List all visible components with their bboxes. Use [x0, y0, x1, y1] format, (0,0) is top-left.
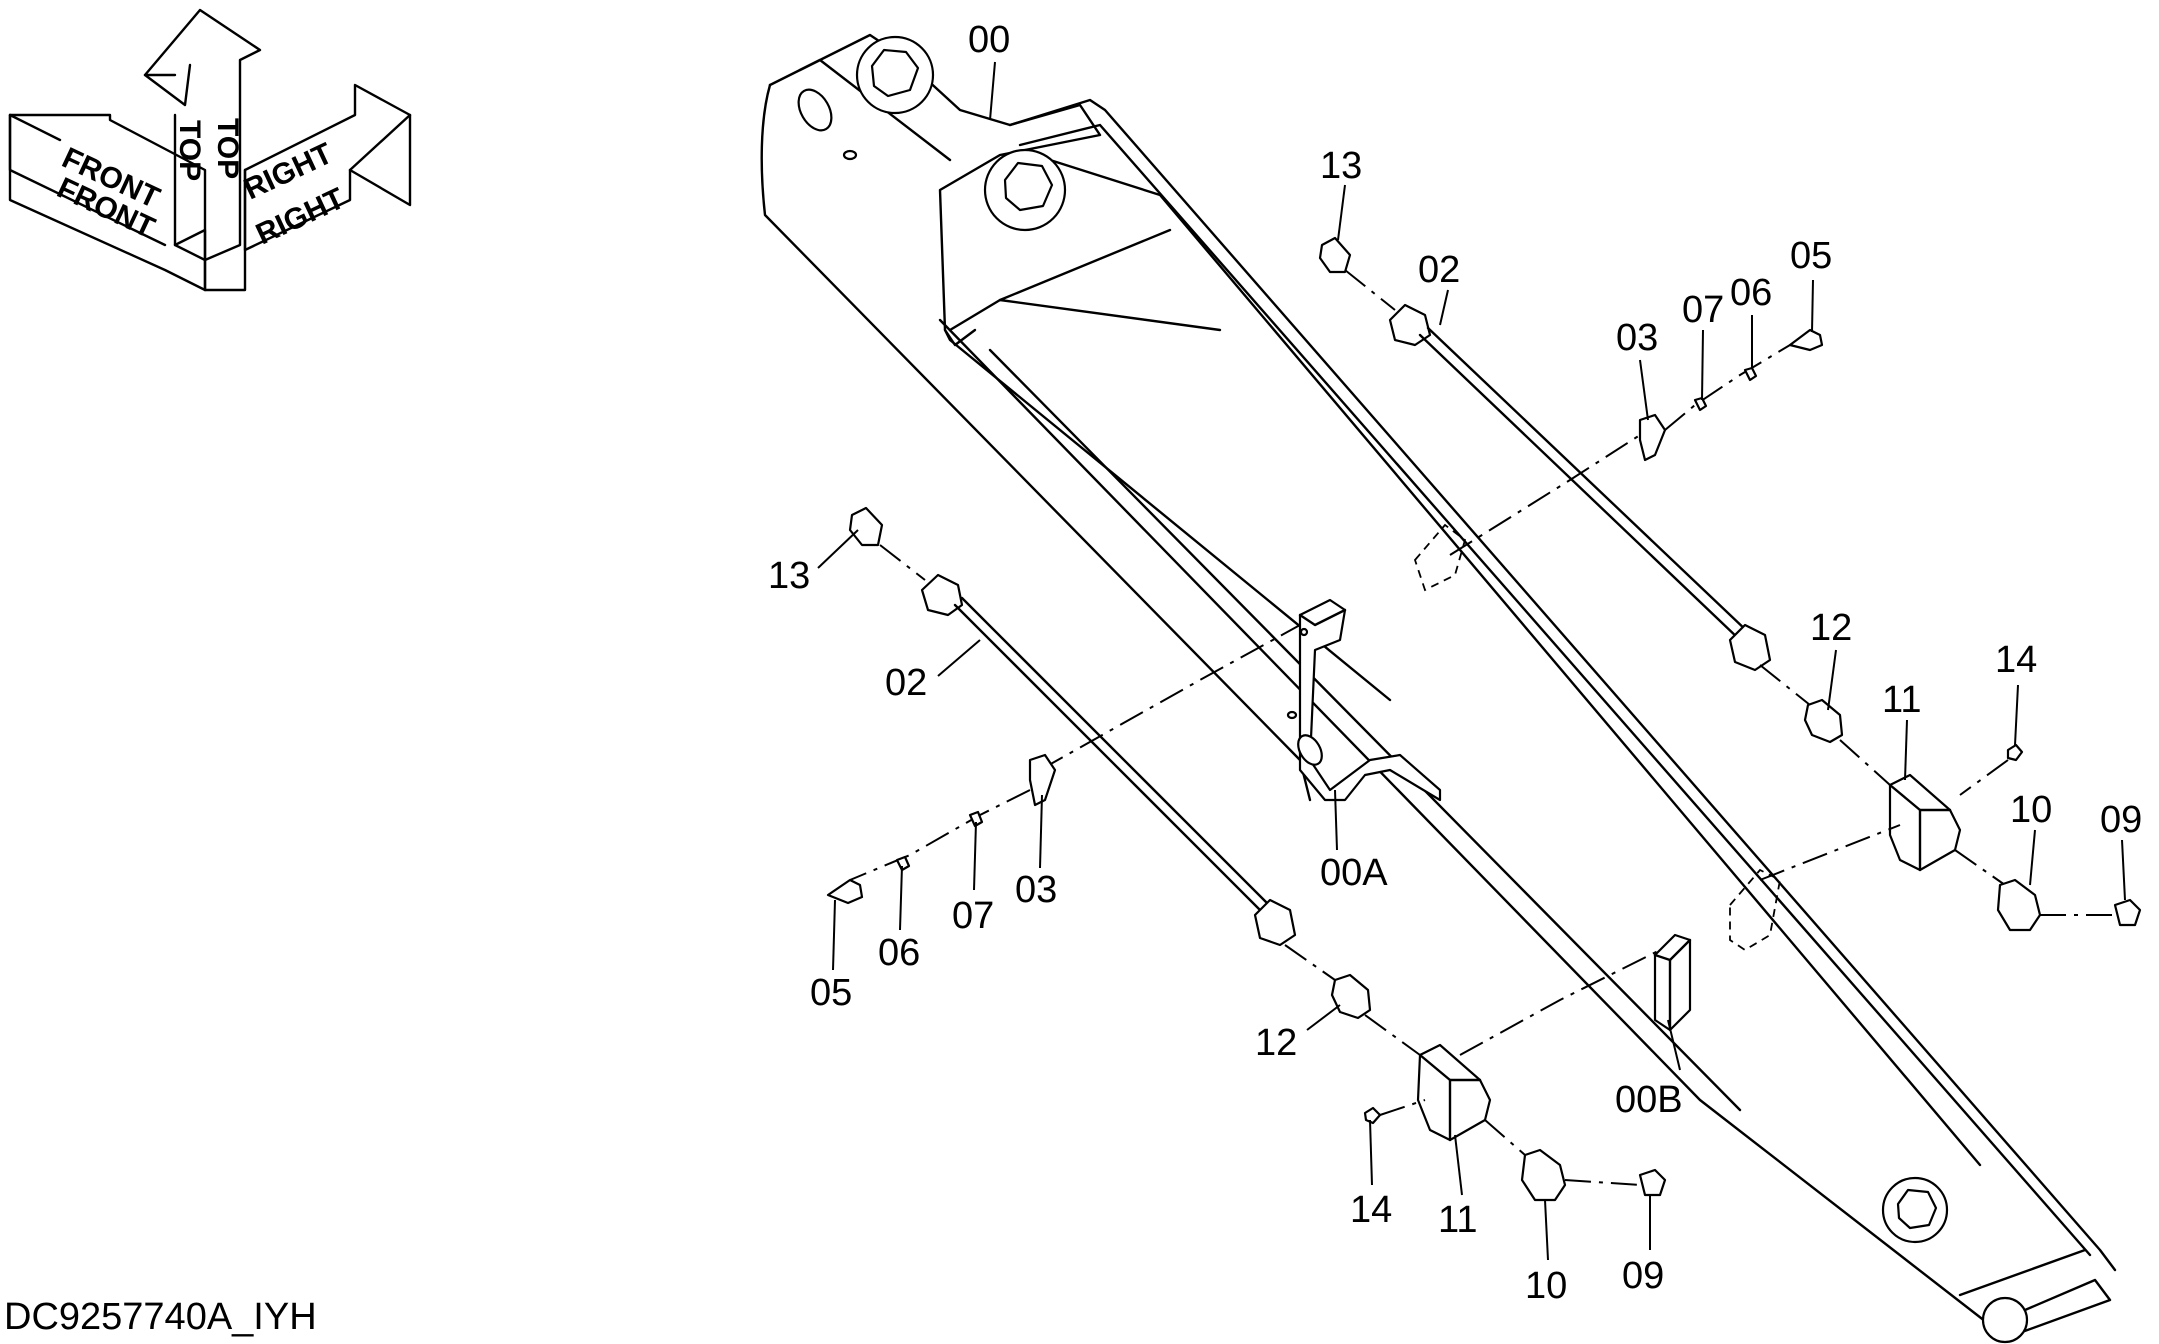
callout-labels: 00 13 02 03 07 06 05 12 11 14 10 09 13 0…: [768, 19, 2142, 1307]
callout-12-lower: 12: [1255, 1022, 1297, 1064]
upper-pipe-group: [1318, 236, 2142, 932]
callout-06-lower: 06: [878, 932, 920, 974]
washer-06-lower: [895, 855, 911, 872]
callout-14-lower: 14: [1350, 1189, 1392, 1231]
washer-06-upper: [1743, 366, 1758, 382]
cap-09-upper: [2113, 898, 2142, 927]
bracket-03-lower: [1028, 753, 1057, 807]
cap-09-lower: [1638, 1168, 1667, 1197]
adapter-13-upper: [1318, 236, 1352, 274]
callout-10-lower: 10: [1525, 1265, 1567, 1307]
bolt-05-upper: [1788, 328, 1824, 352]
callout-13-lower: 13: [768, 555, 810, 597]
bolt-14-lower: [1363, 1106, 1382, 1125]
bolt-05-lower: [826, 878, 864, 905]
axis-line-lower: [1039, 624, 1301, 771]
bolt-14-upper: [2006, 743, 2024, 762]
hidden-pad-lower: [1729, 868, 1782, 952]
orientation-indicator: FRONT FRONT TOP TOP RIGHT RIGHT: [8, 8, 412, 292]
clamp-10-upper: [1996, 878, 2042, 932]
callout-11-lower: 11: [1438, 1199, 1477, 1241]
hidden-pad-upper: [1413, 523, 1467, 592]
bracket-03-upper: [1638, 413, 1667, 462]
clamp-10-lower: [1520, 1148, 1567, 1202]
callout-02-lower: 02: [885, 662, 927, 704]
pipe-end-02-lower-b: [1253, 898, 1297, 947]
boom-tip-pin-boss: [1881, 1176, 2029, 1344]
fitting-12-lower: [1330, 973, 1372, 1020]
washer-07-upper: [1693, 396, 1708, 412]
callout-09-lower: 09: [1622, 1255, 1664, 1297]
fitting-12-upper: [1803, 698, 1844, 744]
orientation-top-label-left: TOP: [173, 120, 206, 181]
callout-03-lower: 03: [1015, 869, 1057, 911]
block-11-lower: [1416, 1043, 1492, 1142]
leader-lines: [817, 61, 2126, 1261]
callout-00B: 00B: [1615, 1079, 1683, 1121]
callout-03-upper: 03: [1616, 317, 1658, 359]
orientation-top-label-right: TOP: [211, 118, 244, 179]
callout-02-upper: 02: [1418, 249, 1460, 291]
callout-00: 00: [968, 19, 1010, 61]
adapter-13-lower: [848, 506, 884, 547]
washer-07-lower: [968, 810, 984, 828]
axis-line-upper: [1449, 434, 1641, 556]
callout-10-upper: 10: [2010, 789, 2052, 831]
drawing-id-label: DC9257740A_IYH: [4, 1296, 317, 1338]
bracket-00A: [1286, 598, 1442, 802]
boom-assembly: [760, 33, 2117, 1344]
callout-11-upper: 11: [1882, 679, 1921, 721]
callout-05-upper: 05: [1790, 235, 1832, 277]
callout-14-upper: 14: [1995, 639, 2037, 681]
lower-pipe-group: [826, 506, 1667, 1202]
boom-foot-pin-boss: [797, 35, 1067, 232]
bracket-00B: [1653, 933, 1692, 1032]
pipe-end-02-upper-b: [1728, 623, 1772, 672]
callout-05-lower: 05: [810, 972, 852, 1014]
callout-07-upper: 07: [1682, 289, 1724, 331]
pipe-end-02-lower-a: [920, 573, 964, 617]
callout-06-upper: 06: [1730, 272, 1772, 314]
callout-13-upper: 13: [1320, 145, 1362, 187]
block-11-upper: [1888, 773, 1962, 872]
axis-line-lower-b: [1459, 949, 1661, 1056]
callout-09-upper: 09: [2100, 799, 2142, 841]
callout-00A: 00A: [1320, 852, 1388, 894]
callout-07-lower: 07: [952, 895, 994, 937]
callout-12-upper: 12: [1810, 607, 1852, 649]
